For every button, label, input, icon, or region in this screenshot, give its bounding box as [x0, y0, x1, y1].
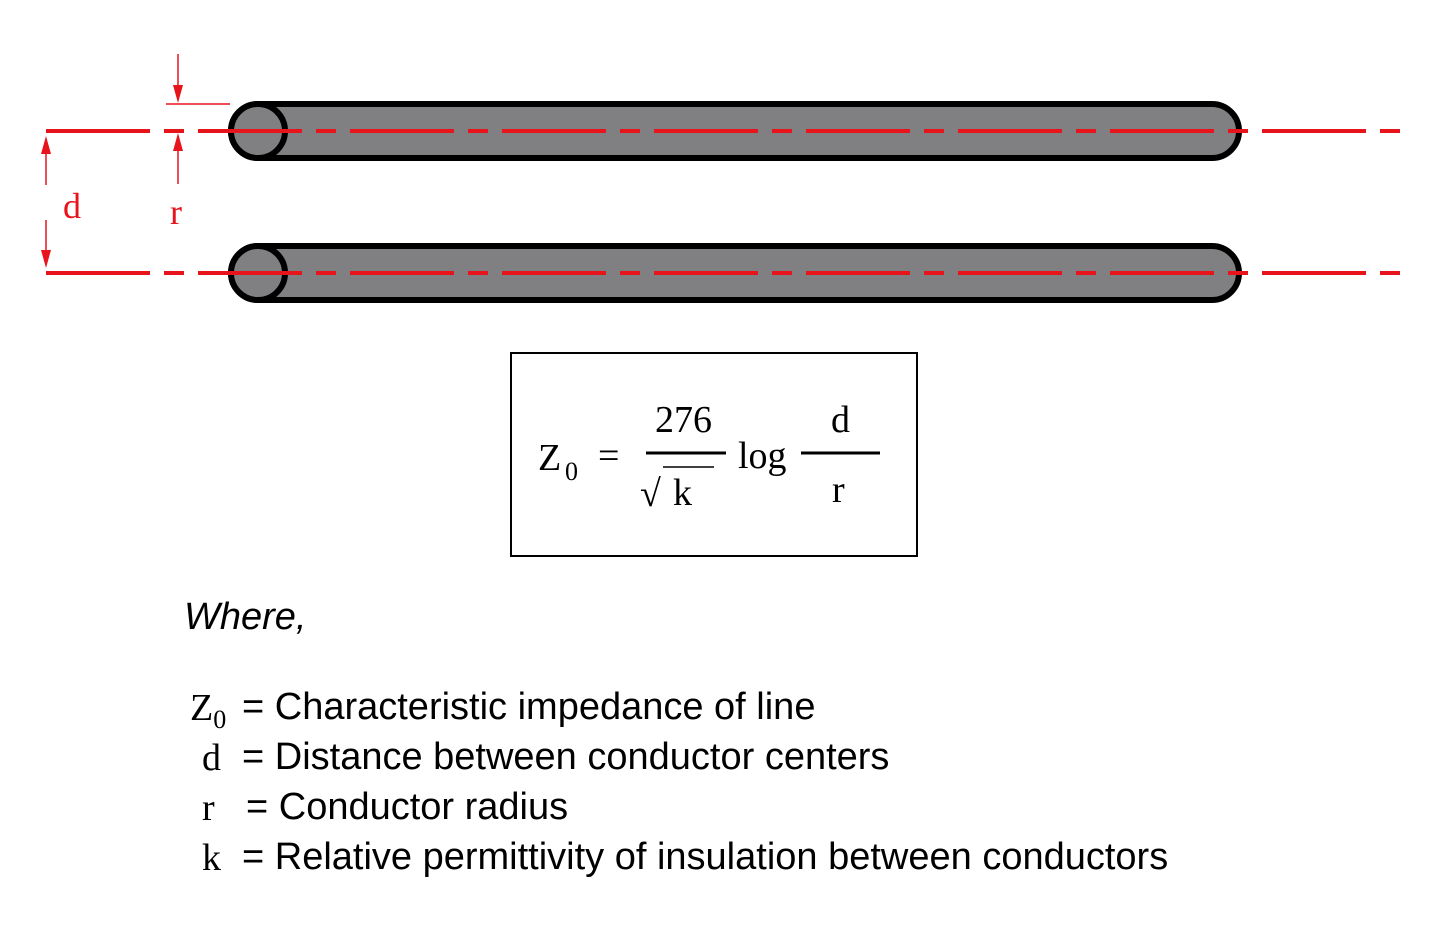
- formula-r: r: [832, 469, 845, 511]
- formula-numerator: 276: [655, 399, 712, 441]
- formula-d: d: [831, 399, 850, 441]
- definition-symbol: r: [202, 787, 215, 829]
- formula-k: k: [673, 472, 692, 514]
- where-heading: Where,: [184, 596, 307, 638]
- d-dimension: [41, 136, 51, 268]
- definition-text: = Relative permittivity of insulation be…: [242, 836, 1169, 878]
- definition-symbol: d: [202, 737, 221, 779]
- formula-log: log: [738, 435, 787, 477]
- definition-symbol: Z0: [190, 686, 226, 735]
- definition-text: = Characteristic impedance of line: [242, 686, 816, 728]
- definition-symbol: k: [202, 837, 221, 879]
- formula-z: Z: [538, 437, 561, 479]
- formula-radical: √: [640, 473, 661, 515]
- symbol-letter: Z: [190, 687, 214, 729]
- r-dimension-label: r: [170, 192, 182, 232]
- formula-z-subscript: 0: [565, 457, 578, 486]
- definition-text: = Distance between conductor centers: [242, 736, 890, 778]
- definition-text: = Conductor radius: [246, 786, 569, 828]
- d-dimension-label: d: [63, 186, 81, 226]
- formula-equals: =: [598, 435, 619, 477]
- r-dimension: [166, 54, 230, 184]
- symbol-subscript: 0: [213, 705, 227, 734]
